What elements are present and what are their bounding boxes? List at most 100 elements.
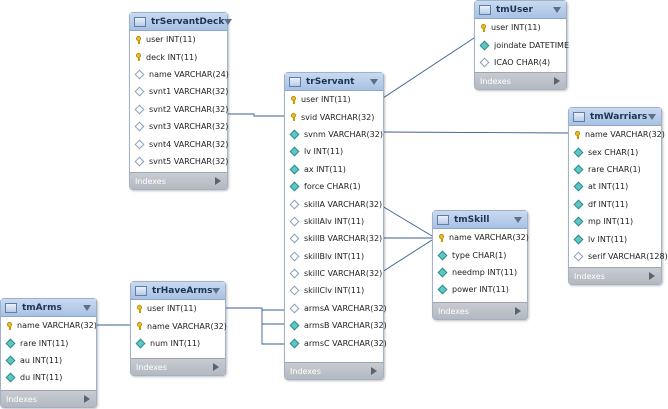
nullable-diamond-icon <box>134 156 145 167</box>
expand-arrow-icon[interactable] <box>515 307 521 315</box>
table-title: trServantDeck <box>151 16 225 27</box>
column-row[interactable]: armsC VARCHAR(32) <box>285 334 387 351</box>
column-row[interactable]: rare CHAR(1) <box>569 161 661 178</box>
column-row[interactable]: ICAO CHAR(4) <box>475 54 566 71</box>
column-row[interactable]: power INT(11) <box>433 281 527 298</box>
column-row[interactable]: serif VARCHAR(128) <box>569 248 668 265</box>
column-row[interactable]: mp INT(11) <box>569 213 661 230</box>
table-header[interactable]: tmWarriars <box>569 108 661 126</box>
column-row[interactable]: type CHAR(1) <box>433 246 527 263</box>
column-row[interactable]: name VARCHAR(32) <box>433 229 529 246</box>
primary-key-icon <box>136 35 141 44</box>
column-row[interactable]: sex CHAR(1) <box>569 143 661 160</box>
expand-arrow-icon[interactable] <box>554 77 560 85</box>
indexes-label: Indexes <box>574 271 605 281</box>
column-label: skillBlv INT(11) <box>304 251 365 261</box>
column-row[interactable]: svnt3 VARCHAR(32) <box>130 118 228 135</box>
table-tmArms[interactable]: tmArms name VARCHAR(32) rare INT(11)au INT… <box>0 298 97 408</box>
column-row[interactable]: user INT(11) <box>475 19 566 36</box>
column-row[interactable]: at INT(11) <box>569 178 661 195</box>
column-row[interactable]: force CHAR(1) <box>285 178 383 195</box>
column-row[interactable]: svnt4 VARCHAR(32) <box>130 135 228 152</box>
column-row[interactable]: user INT(11) <box>285 91 383 108</box>
collapse-arrow-icon[interactable] <box>648 113 656 120</box>
column-row[interactable]: skillClv INT(11) <box>285 282 383 299</box>
nullable-diamond-icon <box>289 216 300 227</box>
column-row[interactable]: joindate DATETIME <box>475 36 569 53</box>
column-row[interactable]: skillBlv INT(11) <box>285 248 383 265</box>
nullable-diamond-icon <box>573 251 584 262</box>
expand-arrow-icon[interactable] <box>649 272 655 280</box>
column-row[interactable]: armsA VARCHAR(32) <box>285 300 387 317</box>
table-header[interactable]: trServantDeck <box>130 13 233 31</box>
column-label: type CHAR(1) <box>452 250 507 260</box>
column-row[interactable]: du INT(11) <box>1 369 96 386</box>
table-header[interactable]: tmArms <box>1 299 96 317</box>
expand-arrow-icon[interactable] <box>215 177 221 185</box>
indexes-footer[interactable]: Indexes <box>285 362 383 379</box>
column-row[interactable]: lv INT(11) <box>285 143 383 160</box>
column-row[interactable]: armsB VARCHAR(32) <box>285 317 387 334</box>
collapse-arrow-icon[interactable] <box>514 216 522 223</box>
nullable-diamond-icon <box>289 199 300 209</box>
expand-arrow-icon[interactable] <box>371 367 377 375</box>
column-diamond-icon <box>289 129 300 140</box>
expand-arrow-icon[interactable] <box>84 395 90 403</box>
column-row[interactable]: au INT(11) <box>1 352 96 369</box>
expand-arrow-icon[interactable] <box>213 363 219 371</box>
column-row[interactable]: name VARCHAR(32) <box>1 317 97 334</box>
column-row[interactable]: skillA VARCHAR(32) <box>285 195 383 212</box>
indexes-footer[interactable]: Indexes <box>130 172 227 189</box>
column-row[interactable]: needmp INT(11) <box>433 264 527 281</box>
indexes-footer[interactable]: Indexes <box>1 390 96 407</box>
table-trServantDeck[interactable]: trServantDeck user INT(11)deck INT(11)nam… <box>129 12 233 190</box>
indexes-footer[interactable]: Indexes <box>433 302 527 319</box>
column-row[interactable]: deck INT(11) <box>130 48 227 65</box>
collapse-arrow-icon[interactable] <box>553 6 561 13</box>
collapse-arrow-icon[interactable] <box>83 304 91 311</box>
column-diamond-icon <box>5 355 16 366</box>
column-row[interactable]: svnm VARCHAR(32) <box>285 126 383 143</box>
column-row[interactable]: user INT(11) <box>131 300 225 317</box>
table-icon <box>573 111 585 122</box>
column-row[interactable]: svnt2 VARCHAR(32) <box>130 101 228 118</box>
table-header[interactable]: tmUser <box>475 1 566 19</box>
column-row[interactable]: name VARCHAR(32) <box>131 317 227 334</box>
indexes-footer[interactable]: Indexes <box>475 72 566 89</box>
primary-key-icon <box>7 321 12 330</box>
indexes-footer[interactable]: Indexes <box>569 267 661 284</box>
column-label: name VARCHAR(32) <box>147 321 227 331</box>
column-row[interactable]: svid VARCHAR(32) <box>285 108 383 125</box>
column-row[interactable]: name VARCHAR(32) <box>569 126 665 143</box>
table-header[interactable]: trHaveArms <box>131 282 225 300</box>
column-row[interactable]: lv INT(11) <box>569 230 661 247</box>
indexes-footer[interactable]: Indexes <box>131 358 225 375</box>
column-row[interactable]: skillAlv INT(11) <box>285 213 383 230</box>
column-row[interactable]: num INT(11) <box>131 335 225 352</box>
column-row[interactable]: name VARCHAR(24) <box>130 66 229 83</box>
column-row[interactable]: skillB VARCHAR(32) <box>285 230 383 247</box>
column-row[interactable]: df INT(11) <box>569 196 661 213</box>
table-header[interactable]: tmSkill <box>433 211 527 229</box>
column-row[interactable]: ax INT(11) <box>285 161 383 178</box>
nullable-diamond-icon <box>134 69 145 80</box>
table-header[interactable]: trServant <box>285 73 383 91</box>
collapse-arrow-icon[interactable] <box>370 78 378 85</box>
column-diamond-icon <box>289 146 300 157</box>
column-label: force CHAR(1) <box>304 182 361 192</box>
column-row[interactable]: rare INT(11) <box>1 334 96 351</box>
column-row[interactable]: user INT(11) <box>130 31 227 48</box>
collapse-arrow-icon[interactable] <box>212 287 221 294</box>
column-label: name VARCHAR(32) <box>17 321 97 331</box>
column-row[interactable]: svnt5 VARCHAR(32) <box>130 153 229 170</box>
column-row[interactable]: skillC VARCHAR(32) <box>285 265 383 282</box>
column-label: armsA VARCHAR(32) <box>304 303 387 313</box>
column-label: svnt5 VARCHAR(32) <box>149 156 229 166</box>
collapse-arrow-icon[interactable] <box>224 18 233 25</box>
column-row[interactable]: svnt1 VARCHAR(32) <box>130 83 228 100</box>
